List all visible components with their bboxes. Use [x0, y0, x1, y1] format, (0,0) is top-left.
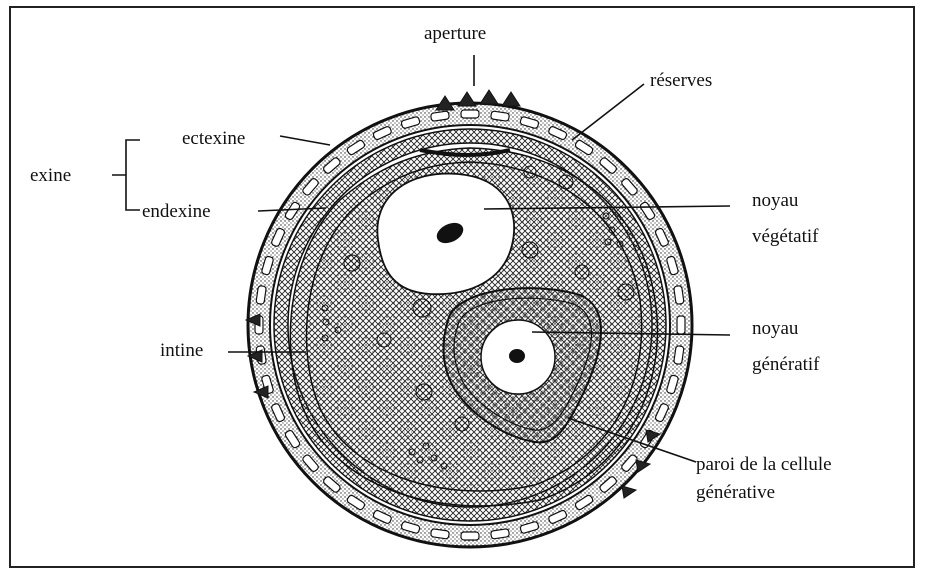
exine-cell: [461, 532, 479, 540]
exine-cell: [674, 346, 684, 365]
label-noyau-vegetatif-2: végétatif: [752, 226, 819, 247]
exine-cell: [674, 285, 684, 304]
label-exine: exine: [30, 165, 71, 186]
exine-cell: [677, 316, 685, 334]
exine-cell: [256, 285, 266, 304]
label-noyau-generatif-2: génératif: [752, 354, 820, 375]
label-paroi-1: paroi de la cellule: [696, 454, 832, 475]
label-noyau-generatif-1: noyau: [752, 318, 799, 339]
label-aperture: aperture: [424, 23, 486, 44]
label-noyau-vegetatif-1: noyau: [752, 190, 799, 211]
ectexine-leader: [280, 136, 330, 145]
exine-cell: [461, 110, 479, 118]
exine-cell: [491, 529, 510, 539]
label-endexine: endexine: [142, 201, 211, 222]
exine-cell: [430, 111, 449, 121]
label-intine: intine: [160, 340, 203, 361]
exine-cell: [430, 529, 449, 539]
reserves-leader: [572, 84, 644, 140]
exine-cell: [491, 111, 510, 121]
label-reserves: réserves: [650, 70, 712, 91]
label-ectexine: ectexine: [182, 128, 245, 149]
label-paroi-2: générative: [696, 482, 775, 503]
exine-bracket: [112, 140, 140, 210]
vegetative-nucleus: [377, 174, 514, 295]
